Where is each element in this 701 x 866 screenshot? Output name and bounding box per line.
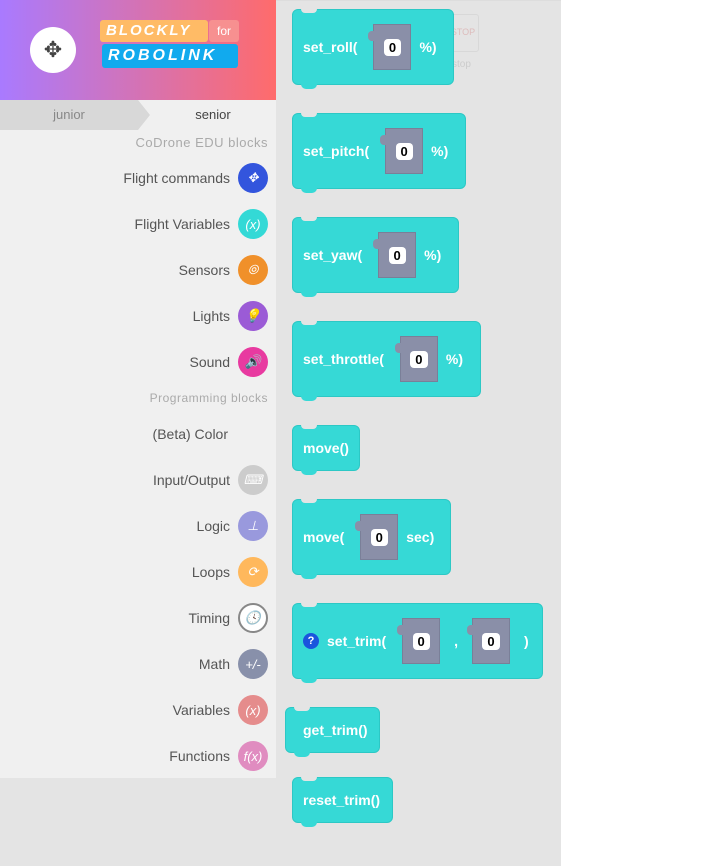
bulb-icon: 💡 — [238, 301, 268, 331]
function-icon: f(x) — [238, 741, 268, 771]
value-input[interactable]: 0 — [482, 632, 500, 650]
category-beta-color[interactable]: (Beta) Color — [153, 418, 228, 450]
category-label: Loops — [191, 564, 230, 580]
category-label: Lights — [192, 308, 230, 324]
block-label: reset_trim() — [303, 792, 381, 808]
keyboard-icon: ⌨ — [238, 465, 268, 495]
logic-icon: ⊥ — [238, 511, 268, 541]
block-label: set_roll( — [303, 39, 358, 55]
value-slot-2[interactable]: 0 — [467, 618, 511, 664]
category-sensors[interactable]: Sensors ⦾ — [179, 254, 268, 286]
value-slot[interactable]: 0 — [380, 128, 424, 174]
category-label: Sound — [189, 354, 230, 370]
logo-blockly: BLOCKLY — [100, 20, 208, 42]
drone-avatar[interactable]: ✥ — [30, 27, 76, 73]
block-label: move( — [303, 529, 345, 545]
sensor-icon: ⦾ — [238, 255, 268, 285]
clock-icon: 🕓 — [238, 603, 268, 633]
category-label: Input/Output — [152, 472, 230, 488]
category-list: CoDrone EDU blocks Programming blocks Fl… — [0, 130, 276, 778]
category-functions[interactable]: Functions f(x) — [169, 740, 268, 772]
sidebar: ✥ BLOCKLY for ROBOLINK junior senior CoD… — [0, 0, 276, 866]
category-label: Logic — [196, 518, 230, 534]
category-flight-variables[interactable]: Flight Variables (x) — [135, 208, 268, 240]
block-get-trim[interactable]: get_trim() — [285, 707, 380, 757]
value-slot[interactable]: 0 — [394, 336, 438, 382]
category-label: Variables — [172, 702, 230, 718]
block-move-sec[interactable]: move( 0 sec) — [292, 499, 451, 579]
block-label: move() — [303, 440, 349, 456]
category-logic[interactable]: Logic ⊥ — [197, 510, 268, 542]
category-label: Timing — [188, 610, 231, 626]
tab-senior[interactable]: senior — [195, 107, 231, 122]
block-set-yaw[interactable]: set_yaw( 0 %) — [292, 217, 459, 297]
math-icon: +/- — [238, 649, 268, 679]
category-variables[interactable]: Variables (x) — [173, 694, 268, 726]
block-flyout: STOP stop set_roll( 0 %) set_pitch( 0 %)… — [276, 0, 561, 866]
section-codrone: CoDrone EDU blocks — [135, 135, 268, 150]
value-input[interactable]: 0 — [383, 38, 402, 56]
value-slot-1[interactable]: 0 — [397, 618, 441, 664]
value-slot[interactable]: 0 — [355, 514, 399, 560]
separator: , — [454, 633, 459, 649]
value-slot[interactable]: 0 — [373, 232, 417, 278]
category-sound[interactable]: Sound 🔊 — [190, 346, 268, 378]
stop-label: stop — [452, 59, 471, 70]
speaker-icon: 🔊 — [238, 347, 268, 377]
category-loops[interactable]: Loops ⟳ — [192, 556, 268, 588]
category-input-output[interactable]: Input/Output ⌨ — [153, 464, 268, 496]
category-label: Flight commands — [123, 170, 230, 186]
mode-tabs: junior senior — [0, 100, 276, 130]
block-label: set_throttle( — [303, 351, 384, 367]
value-slot[interactable]: 0 — [368, 24, 412, 70]
block-label: set_trim( — [327, 633, 387, 649]
logo-for: for — [209, 20, 239, 42]
value-input[interactable]: 0 — [395, 142, 413, 160]
help-icon[interactable]: ? — [303, 633, 319, 649]
value-input[interactable]: 0 — [412, 632, 430, 650]
category-label: Flight Variables — [134, 216, 230, 232]
block-suffix: %) — [424, 247, 442, 263]
logo: BLOCKLY for ROBOLINK — [100, 20, 240, 72]
block-suffix: %) — [445, 351, 464, 367]
loop-icon: ⟳ — [238, 557, 268, 587]
category-lights[interactable]: Lights 💡 — [193, 300, 268, 332]
block-set-pitch[interactable]: set_pitch( 0 %) — [292, 113, 466, 193]
block-reset-trim[interactable]: reset_trim() — [292, 777, 393, 827]
block-move[interactable]: move() — [292, 425, 360, 475]
drone-icon: ✥ — [238, 163, 268, 193]
category-label: (Beta) Color — [152, 426, 228, 442]
value-input[interactable]: 0 — [410, 350, 428, 368]
block-suffix: %) — [419, 39, 437, 55]
variables-icon: (x) — [238, 695, 268, 725]
variable-up-icon: (x) — [238, 209, 268, 239]
block-label: get_trim() — [303, 722, 368, 738]
category-label: Functions — [169, 748, 230, 764]
category-math[interactable]: Math +/- — [199, 648, 268, 680]
section-programming: Programming blocks — [149, 391, 268, 405]
logo-robolink: ROBOLINK — [102, 44, 238, 68]
value-input[interactable]: 0 — [370, 528, 388, 546]
tab-junior[interactable]: junior — [0, 100, 150, 130]
block-set-trim[interactable]: ? set_trim( 0 , 0 ) — [292, 603, 543, 683]
header: ✥ BLOCKLY for ROBOLINK — [0, 0, 276, 100]
block-set-roll[interactable]: set_roll( 0 %) — [292, 9, 454, 89]
category-flight-commands[interactable]: Flight commands ✥ — [123, 162, 268, 194]
block-suffix: ) — [524, 633, 529, 649]
category-timing[interactable]: Timing 🕓 — [188, 602, 268, 634]
category-label: Math — [198, 656, 230, 672]
block-label: set_yaw( — [303, 247, 363, 263]
block-set-throttle[interactable]: set_throttle( 0 %) — [292, 321, 481, 401]
block-suffix: %) — [431, 143, 449, 159]
block-label: set_pitch( — [303, 143, 370, 159]
block-suffix: sec) — [406, 529, 435, 545]
value-input[interactable]: 0 — [388, 246, 406, 264]
category-label: Sensors — [178, 262, 230, 278]
